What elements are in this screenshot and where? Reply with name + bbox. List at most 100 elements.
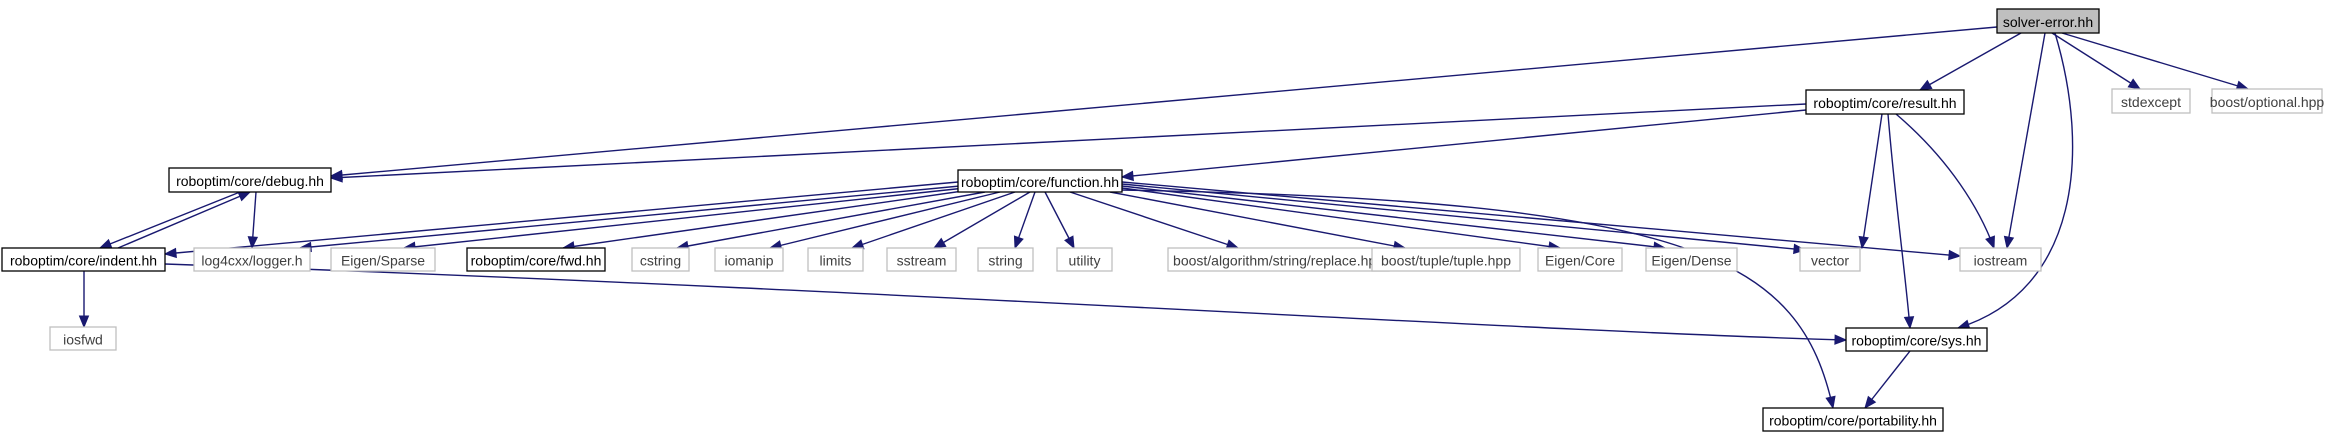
edge-function-to-vector	[1121, 183, 1807, 255]
edge-debug-to-log4cxx	[247, 191, 259, 250]
arrowhead	[98, 238, 113, 249]
arrowhead	[1858, 235, 1869, 250]
edge-solver-error-to-debug	[329, 26, 1998, 181]
node-label: Eigen/Dense	[1651, 253, 1731, 269]
node-portability[interactable]: roboptim/core/portability.hh	[1762, 407, 1944, 432]
node-log4cxx-logger: log4cxx/logger.h	[193, 247, 311, 272]
node-label: Eigen/Sparse	[341, 253, 425, 269]
edge-solver-error-to-stdexcept	[2051, 32, 2142, 90]
arrowhead	[1985, 235, 1995, 250]
node-boost-optional: boost/optional.hpp	[2210, 88, 2325, 114]
node-iosfwd: iosfwd	[49, 326, 117, 351]
node-solver-error[interactable]: solver-error.hh	[1996, 8, 2100, 34]
arrowhead	[1918, 79, 1933, 91]
arrowhead	[1903, 316, 1915, 330]
edge-result-to-function	[1120, 109, 1807, 182]
arrowhead	[1013, 235, 1024, 250]
node-label: stdexcept	[2121, 94, 2181, 110]
arrowhead	[329, 172, 343, 183]
node-label: roboptim/core/sys.hh	[1852, 333, 1982, 349]
arrowhead	[247, 236, 259, 250]
arrowhead	[2003, 235, 2015, 250]
node-string: string	[977, 247, 1034, 272]
node-eigen-core: Eigen/Core	[1537, 247, 1623, 272]
node-label: log4cxx/logger.h	[201, 253, 302, 269]
edges-layer	[78, 26, 2250, 410]
node-boost-tuple: boost/tuple/tuple.hpp	[1371, 247, 1521, 272]
node-label: boost/tuple/tuple.hpp	[1381, 253, 1511, 269]
node-label: vector	[1811, 253, 1849, 269]
edge-debug-to-indent	[98, 191, 241, 249]
edge-function-to-eigen-dense	[1121, 185, 1667, 252]
arrowhead	[1064, 235, 1075, 250]
node-indent[interactable]: roboptim/core/indent.hh	[1, 247, 166, 272]
node-label: cstring	[640, 253, 681, 269]
edge-function-to-sstream	[932, 191, 1031, 249]
node-label: boost/algorithm/string/replace.hpp	[1173, 253, 1384, 269]
edge-function-to-indent	[163, 181, 959, 259]
edge-solver-error-to-iostream	[2003, 32, 2046, 250]
arrowhead	[1793, 243, 1807, 255]
nodes-layer: solver-error.hh roboptim/core/result.hh …	[1, 8, 2325, 432]
edge-result-to-debug	[329, 103, 1807, 183]
arrowhead	[1834, 334, 1848, 345]
node-label: roboptim/core/result.hh	[1813, 95, 1956, 111]
node-label: string	[988, 253, 1022, 269]
node-label: roboptim/core/portability.hh	[1769, 413, 1937, 429]
edge-function-to-string	[1013, 191, 1036, 250]
edge-function-to-portability	[1121, 189, 1836, 410]
arrowhead	[2127, 78, 2142, 90]
arrowhead	[1948, 249, 1962, 261]
node-fwd[interactable]: roboptim/core/fwd.hh	[466, 247, 606, 272]
node-sstream: sstream	[886, 247, 957, 272]
edge-solver-error-to-boost-optional	[2061, 32, 2250, 91]
arrowhead	[1825, 395, 1836, 410]
edge-indent-to-iosfwd	[78, 271, 90, 329]
edge-indent-to-sys	[164, 263, 1848, 345]
edge-function-to-eigen-sparse	[402, 187, 966, 252]
arrowhead	[1864, 395, 1877, 410]
edge-function-to-utility	[1044, 191, 1075, 250]
node-limits: limits	[807, 247, 864, 272]
node-eigen-dense: Eigen/Dense	[1645, 247, 1738, 272]
node-iomanip: iomanip	[714, 247, 784, 272]
node-label: iostream	[1974, 253, 2028, 269]
node-label: utility	[1069, 253, 1101, 269]
arrowhead	[237, 191, 252, 202]
arrowhead	[1120, 170, 1134, 182]
node-utility: utility	[1056, 247, 1113, 272]
node-label: boost/optional.hpp	[2210, 94, 2325, 110]
arrowhead	[932, 237, 947, 249]
node-label: iomanip	[724, 253, 773, 269]
node-label: Eigen/Core	[1545, 253, 1615, 269]
node-label: roboptim/core/function.hh	[961, 174, 1119, 190]
node-label: iosfwd	[63, 332, 103, 348]
node-iostream: iostream	[1959, 247, 2042, 272]
edge-solver-error-to-result	[1918, 32, 2022, 91]
node-result[interactable]: roboptim/core/result.hh	[1805, 89, 1965, 115]
node-function[interactable]: roboptim/core/function.hh	[957, 169, 1123, 193]
edge-result-to-sys	[1887, 113, 1915, 330]
arrowhead	[78, 315, 90, 329]
node-label: roboptim/core/debug.hh	[176, 173, 324, 189]
node-stdexcept: stdexcept	[2111, 88, 2191, 114]
edge-indent-to-debug	[117, 191, 252, 249]
node-label: roboptim/core/fwd.hh	[471, 253, 602, 269]
node-sys[interactable]: roboptim/core/sys.hh	[1845, 327, 1988, 352]
node-eigen-sparse: Eigen/Sparse	[330, 247, 436, 272]
node-label: solver-error.hh	[2003, 14, 2093, 30]
edge-function-to-limits	[850, 191, 1016, 250]
node-cstring: cstring	[631, 247, 690, 272]
edge-sys-to-portability	[1864, 350, 1911, 410]
edge-result-to-iostream	[1895, 113, 1995, 250]
arrowhead	[163, 247, 177, 259]
edge-result-to-vector	[1858, 113, 1883, 250]
edge-solver-error-to-sys	[1956, 32, 2074, 330]
node-label: limits	[820, 253, 852, 269]
node-vector: vector	[1799, 247, 1861, 272]
node-label: roboptim/core/indent.hh	[10, 253, 157, 269]
node-boost-replace: boost/algorithm/string/replace.hpp	[1167, 247, 1390, 272]
node-debug[interactable]: roboptim/core/debug.hh	[168, 167, 332, 193]
node-label: sstream	[897, 253, 947, 269]
